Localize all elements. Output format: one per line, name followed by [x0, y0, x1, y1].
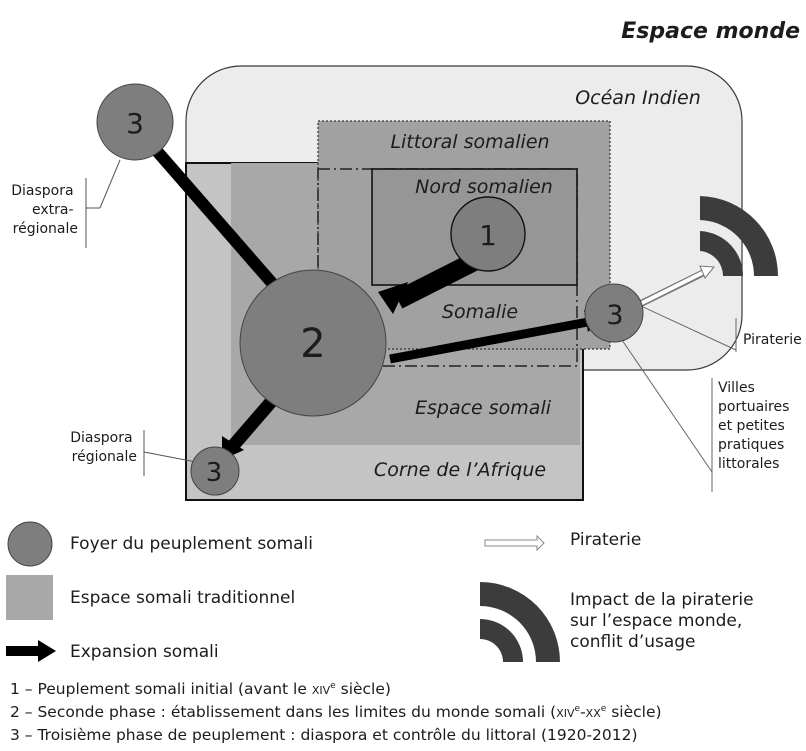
legend-espace-label: Espace somali traditionnel [70, 588, 296, 608]
node-3-top [96, 83, 174, 161]
piracy-arrow-fill [639, 270, 705, 306]
node-3-port-label: 3 [606, 300, 623, 331]
legend-expansion-label: Expansion somali [70, 642, 219, 662]
littoral-label: Littoral somalien [390, 131, 549, 153]
node-2 [239, 269, 387, 417]
callout-diaspora-regionale: Diaspora régionale [70, 430, 137, 465]
leader-diaspora-extra-d [99, 159, 121, 209]
legend-piraterie-label: Piraterie [570, 530, 642, 550]
ocean-label: Océan Indien [575, 87, 701, 109]
node-3-bottom-label: 3 [206, 458, 223, 488]
arrow-1-to-2-head [378, 282, 408, 314]
leader-piraterie [627, 299, 737, 351]
node-2-label: 2 [300, 321, 325, 367]
callout-piraterie: Piraterie [743, 332, 802, 348]
legend-impact-label: Impact de la piraterie sur l’espace mond… [570, 590, 754, 652]
node-3-top-label: 3 [126, 107, 144, 140]
somalie-label: Somalie [442, 301, 518, 323]
leader-diaspora-reg-d [143, 451, 197, 463]
node-3-port [584, 283, 644, 343]
piracy-arrow-head [699, 265, 715, 279]
node-1 [450, 196, 526, 272]
nord-somalien-label: Nord somalien [415, 176, 553, 198]
note-2: 2 – Seconde phase : établissement dans l… [10, 703, 662, 721]
leader-villes [621, 339, 713, 473]
piracy-impact-outer-arc [700, 196, 779, 276]
note-3: 3 – Troisième phase de peuplement : dias… [10, 726, 638, 744]
espace-somali-label: Espace somali [415, 397, 552, 419]
legend-expansion-icon [6, 640, 56, 662]
legend-impact-outer-arc [480, 582, 560, 662]
legend-espace-icon [6, 575, 53, 620]
legend-foyer-label: Foyer du peuplement somali [70, 534, 313, 554]
arrow-2-to-port [389, 317, 589, 364]
callout-diaspora-extra: Diaspora extra- régionale [11, 183, 78, 237]
legend-piraterie-icon [484, 534, 545, 552]
note-1: 1 – Peuplement somali initial (avant le … [10, 680, 391, 698]
arrow-2-to-top [151, 146, 297, 310]
page-title: Espace monde [621, 19, 800, 44]
callout-villes-portuaires: Villes portuaires et petites pratiques l… [718, 380, 794, 472]
node-3-bottom [190, 446, 240, 496]
piracy-impact-inner-arc [700, 231, 744, 276]
legend-foyer-icon [7, 521, 53, 567]
node-1-label: 1 [479, 219, 497, 252]
legend-impact-inner-arc [480, 619, 523, 662]
corne-label: Corne de l’Afrique [374, 459, 546, 481]
